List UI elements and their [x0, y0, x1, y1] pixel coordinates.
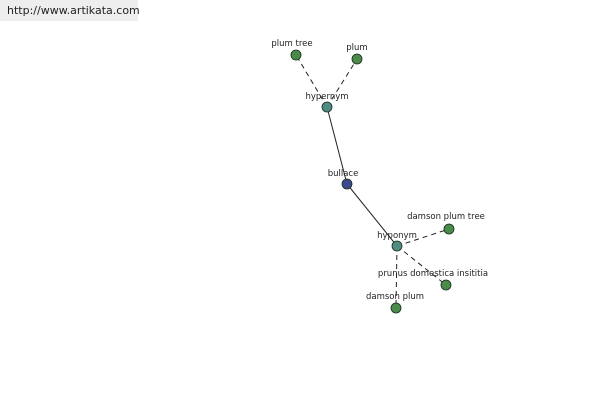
- graph-edges: [295, 54, 450, 309]
- url-bar: http://www.artikata.com: [0, 0, 140, 21]
- edge-hypernym-plum: [326, 58, 358, 108]
- label-plum[interactable]: plum: [346, 43, 367, 53]
- edge-bullace-hypernym: [326, 106, 348, 185]
- edge-hypernym-plum-tree: [295, 54, 328, 108]
- site-url[interactable]: http://www.artikata.com: [7, 4, 140, 17]
- edge-hyponym-damson-plum-tree: [396, 228, 450, 247]
- graph-nodes: [290, 49, 455, 314]
- node-bullace[interactable]: [341, 178, 353, 190]
- node-plum-tree[interactable]: [290, 49, 302, 61]
- label-damson-plum[interactable]: damson plum: [366, 292, 424, 302]
- node-prunus-domestica-insititia[interactable]: [440, 279, 452, 291]
- node-hyponym[interactable]: [391, 240, 403, 252]
- node-plum[interactable]: [351, 53, 363, 65]
- label-damson-plum-tree[interactable]: damson plum tree: [407, 212, 485, 222]
- node-damson-plum[interactable]: [390, 302, 402, 314]
- label-hypernym[interactable]: hypernym: [305, 92, 348, 102]
- edge-hyponym-prunus-domestica-insititia: [396, 245, 447, 286]
- graph-labels: bullace hypernym plum tree plum hyponym damso…: [271, 39, 488, 302]
- node-damson-plum-tree[interactable]: [443, 223, 455, 235]
- label-prunus-domestica-insititia[interactable]: prunus domestica insititia: [378, 269, 488, 279]
- label-hyponym[interactable]: hyponym: [377, 231, 417, 241]
- label-bullace[interactable]: bullace: [328, 169, 359, 179]
- edge-bullace-hyponym: [346, 183, 398, 247]
- edge-hyponym-damson-plum: [395, 245, 398, 309]
- label-plum-tree[interactable]: plum tree: [271, 39, 312, 49]
- node-hypernym[interactable]: [321, 101, 333, 113]
